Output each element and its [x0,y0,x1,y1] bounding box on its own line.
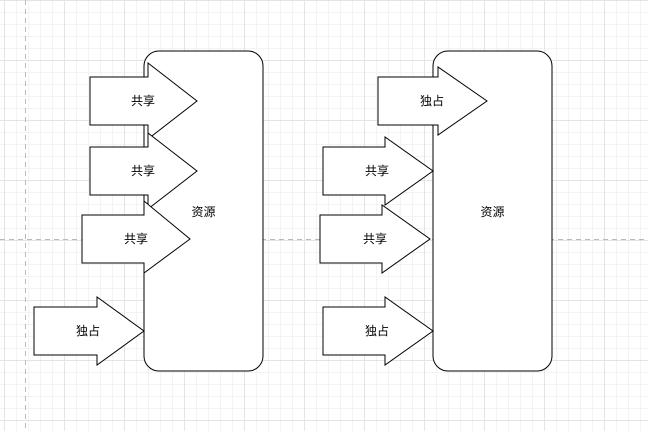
exclusive-arrow-1[interactable] [33,296,145,366]
arrow-label-left-1: 共享 [131,93,155,108]
arrow-label-right-2: 共享 [365,163,389,178]
shared-arrow-2[interactable] [89,131,198,211]
arrow-label-left-2: 共享 [131,163,155,178]
shared-arrow-3[interactable] [81,199,191,274]
shared-arrow-5[interactable] [319,204,431,274]
resource-label-right: 资源 [480,205,504,219]
exclusive-arrow-3[interactable] [322,296,434,366]
arrow-label-right-4: 独占 [365,323,389,338]
arrow-label-right-3: 共享 [363,231,387,246]
exclusive-arrow-2[interactable] [377,66,488,136]
resource-label-left: 资源 [191,205,215,219]
arrow-label-left-3: 共享 [124,231,148,246]
arrow-label-right-1: 独占 [420,93,444,108]
diagram-left: 资源 共享 共享 共享 独占 [33,50,264,372]
arrow-label-left-4: 独占 [76,323,100,338]
shared-arrow-4[interactable] [322,136,434,206]
shared-arrow-1[interactable] [89,61,198,141]
resource-box-right[interactable] [432,50,553,372]
diagram-right: 资源 独占 共享 共享 独占 [319,50,553,372]
